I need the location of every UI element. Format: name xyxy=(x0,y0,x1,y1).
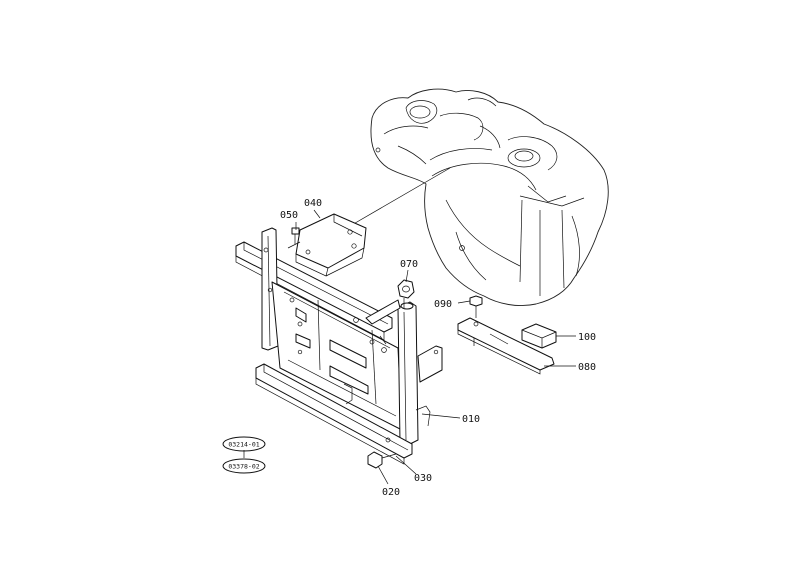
leader-lines xyxy=(243,209,576,485)
callout-030: 030 xyxy=(414,473,432,484)
reference-code-bottom: 03378-02 xyxy=(228,463,259,471)
nut-070 xyxy=(397,279,415,308)
bolt-090 xyxy=(469,295,483,318)
callout-040: 040 xyxy=(304,198,322,209)
callout-080: 080 xyxy=(578,362,596,373)
reference-tags: 03214-01 03378-02 xyxy=(222,436,266,474)
bracket-040 xyxy=(287,213,367,277)
callout-010: 010 xyxy=(462,414,480,425)
connection-line xyxy=(349,167,451,227)
reference-tag-bottom xyxy=(222,458,266,474)
frame-010 xyxy=(235,227,443,465)
reference-tag-top xyxy=(222,436,266,452)
callout-050: 050 xyxy=(280,210,298,221)
callout-labels: 010 020 030 040 050 070 080 090 100 xyxy=(280,198,596,498)
callout-090: 090 xyxy=(434,299,452,310)
callout-020: 020 xyxy=(382,487,400,498)
block-100 xyxy=(521,323,557,349)
plate-080 xyxy=(457,317,555,375)
engine-tank-assembly xyxy=(370,88,609,307)
bolt-050 xyxy=(291,227,300,244)
reference-code-top: 03214-01 xyxy=(228,441,259,449)
bolt-020 xyxy=(367,451,397,469)
callout-070: 070 xyxy=(400,259,418,270)
callout-100: 100 xyxy=(578,332,596,343)
